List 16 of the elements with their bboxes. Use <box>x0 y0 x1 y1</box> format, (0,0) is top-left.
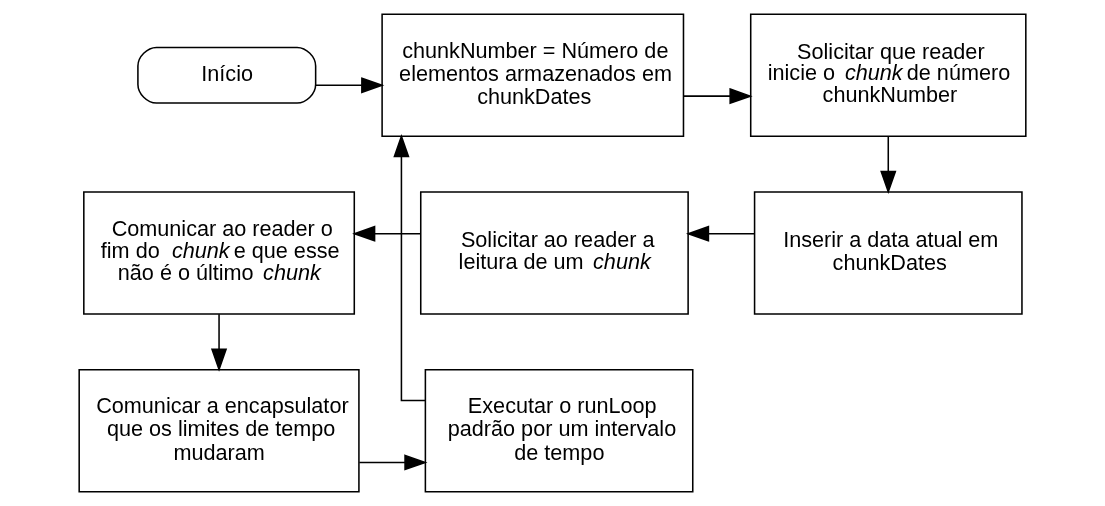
node-box: Solicitar ao reader a leitura de um chunk <box>419 191 689 315</box>
node-box: Executar o runLoop padrão por um intervalo de tempo <box>424 368 694 493</box>
node-box: Solicitar que reader inicie o chunk de número chunkNumber <box>749 13 1027 138</box>
node-box: Comunicar a encapsulator que os limites de tempo mudaram <box>78 368 360 493</box>
node-box: Comunicar ao reader o fim do chunk e que esse não é o último chunk <box>83 191 356 315</box>
arrow <box>314 77 385 94</box>
arrow <box>352 225 422 242</box>
arrow <box>685 225 756 242</box>
node-box: chunkNumber = Número de elementos armazenados em chunkDates <box>381 13 685 138</box>
arrow <box>393 134 427 402</box>
arrow <box>682 88 753 105</box>
arrow <box>210 313 228 372</box>
arrow <box>880 135 897 195</box>
node-box: Início <box>137 46 317 104</box>
arrow <box>358 454 428 471</box>
node-box: Inserir a data atual em chunkDates <box>753 191 1023 315</box>
